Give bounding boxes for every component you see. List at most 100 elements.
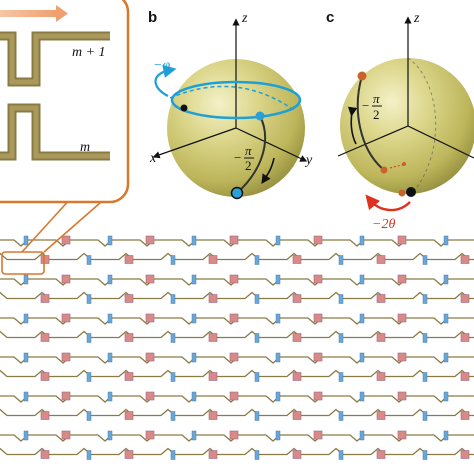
waveguide-row — [0, 408, 474, 417]
phase-marker-blue — [23, 313, 29, 324]
phase-marker-blue — [275, 274, 281, 285]
row-label-upper: m + 1 — [72, 45, 106, 60]
phase-marker-blue — [422, 294, 428, 304]
phase-marker-blue — [443, 391, 449, 402]
phase-marker-blue — [338, 255, 344, 265]
angle-phi-label: −φ — [153, 58, 170, 73]
row-label-lower: m — [80, 140, 90, 155]
waveguide-row — [0, 239, 474, 247]
waveguide-row — [0, 252, 474, 261]
state-dot-equator — [255, 111, 265, 121]
phase-marker-red — [145, 313, 155, 323]
rotation-arrow-b — [261, 157, 275, 184]
waveguide-lattice — [0, 235, 474, 460]
phase-marker-red — [313, 274, 323, 284]
phase-marker-red — [292, 372, 302, 381]
phase-marker-blue — [254, 333, 260, 343]
propagation-arrow — [0, 10, 56, 17]
phase-marker-blue — [170, 255, 176, 265]
phase-marker-blue — [86, 294, 92, 304]
phase-marker-blue — [443, 235, 449, 246]
phase-marker-red — [124, 450, 134, 459]
angle-two-b: 2 — [245, 158, 252, 173]
phase-marker-red — [229, 313, 239, 323]
phase-marker-red — [208, 450, 218, 459]
phase-marker-blue — [107, 235, 113, 246]
phase-marker-blue — [170, 294, 176, 304]
phase-marker-red — [376, 255, 386, 264]
phase-marker-red — [397, 430, 407, 440]
orange-dot-small — [402, 162, 406, 166]
phase-marker-blue — [443, 352, 449, 363]
rotation-arrow-c — [347, 106, 358, 145]
phase-marker-red — [229, 274, 239, 284]
phase-marker-red — [145, 430, 155, 440]
phase-marker-red — [40, 333, 50, 342]
phase-marker-red — [145, 391, 155, 401]
orange-dot-top — [357, 71, 367, 81]
phase-marker-red — [376, 333, 386, 342]
phase-marker-red — [313, 352, 323, 362]
phase-marker-red — [397, 391, 407, 401]
state-trajectory-c — [356, 75, 385, 171]
phase-marker-red — [61, 430, 71, 440]
phase-marker-red — [40, 411, 50, 420]
phase-marker-blue — [422, 411, 428, 421]
phase-marker-red — [376, 411, 386, 420]
phase-marker-blue — [170, 450, 176, 460]
state-dot-equator-back — [180, 104, 188, 112]
x-axis-label-b: x — [149, 151, 157, 166]
phase-marker-red — [40, 255, 50, 264]
phase-marker-blue — [338, 333, 344, 343]
phase-marker-blue — [275, 430, 281, 441]
phase-marker-red — [208, 372, 218, 381]
state-trajectory-b — [237, 115, 267, 193]
waveguide-row — [0, 278, 474, 286]
phase-marker-blue — [191, 391, 197, 402]
orange-dot-mid — [380, 166, 388, 174]
phase-marker-blue — [191, 352, 197, 363]
waveguide-row — [0, 369, 474, 378]
propagation-arrow-head — [56, 5, 68, 22]
phase-marker-blue — [359, 352, 365, 363]
x-axis-b — [152, 127, 237, 159]
waveguide-row — [0, 434, 474, 442]
phase-marker-red — [124, 411, 134, 420]
phase-marker-red — [40, 450, 50, 459]
theta-rotation-arrow — [365, 194, 411, 212]
inset-panel: m + 1 m — [0, 0, 130, 204]
panel-b: b z x y −φ − π 2 — [148, 9, 313, 200]
phase-marker-blue — [170, 411, 176, 421]
phase-marker-blue — [86, 411, 92, 421]
state-dot-south — [230, 186, 244, 200]
phase-marker-red — [460, 294, 470, 303]
waveguide-row — [0, 447, 474, 456]
phase-marker-blue — [275, 352, 281, 363]
phase-marker-red — [292, 255, 302, 264]
phase-marker-red — [61, 274, 71, 284]
angle-minus-c: − — [362, 98, 369, 113]
phase-marker-blue — [23, 274, 29, 285]
phase-marker-blue — [422, 333, 428, 343]
angle-pi-c: π — [373, 91, 380, 106]
phase-marker-red — [124, 294, 134, 303]
y-axis-label-b: y — [304, 153, 313, 168]
phase-marker-blue — [359, 274, 365, 285]
panel-c-label: c — [326, 9, 334, 26]
angle-pi-b: π — [245, 143, 252, 158]
phase-marker-red — [397, 235, 407, 245]
equator-ring — [170, 80, 302, 120]
phase-marker-red — [313, 391, 323, 401]
phase-marker-red — [460, 411, 470, 420]
phase-marker-red — [61, 313, 71, 323]
phase-marker-blue — [86, 450, 92, 460]
phase-marker-red — [292, 294, 302, 303]
phase-marker-blue — [107, 352, 113, 363]
phase-marker-blue — [443, 274, 449, 285]
phase-marker-blue — [422, 255, 428, 265]
phase-marker-red — [460, 450, 470, 459]
phase-marker-red — [376, 372, 386, 381]
phase-marker-red — [145, 235, 155, 245]
phase-marker-blue — [23, 430, 29, 441]
